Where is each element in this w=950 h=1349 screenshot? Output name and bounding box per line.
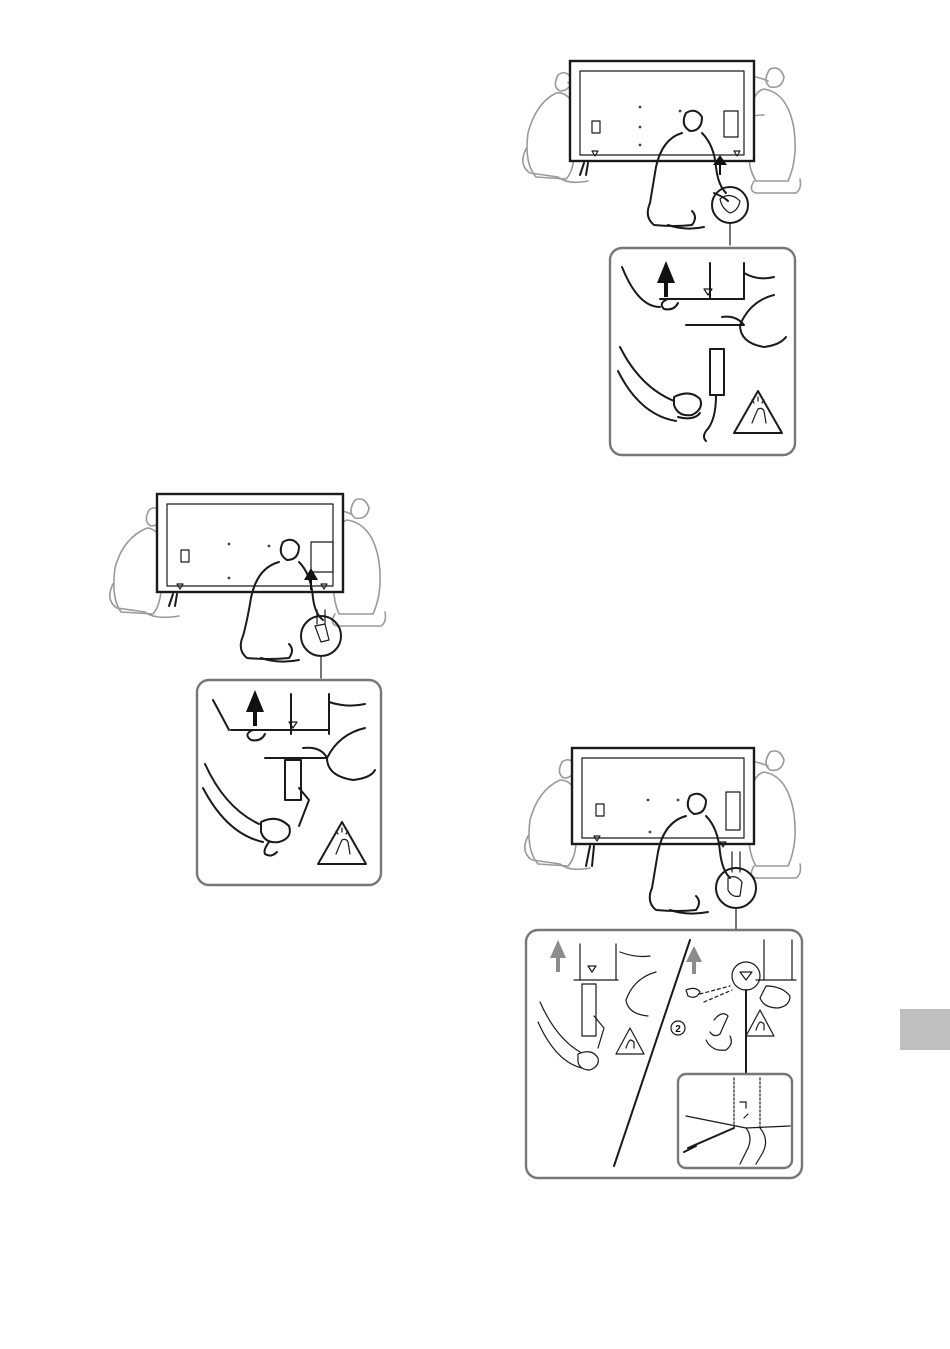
tv-back-panel: [570, 61, 754, 175]
figure-top-right: [518, 55, 808, 460]
section-tab: [900, 1009, 950, 1050]
step-number: 2: [675, 1024, 681, 1035]
detail-magnifier: [301, 616, 341, 656]
illustration-remove-stand-1: [518, 55, 808, 460]
illustration-remove-stand-2: [103, 488, 393, 892]
inset-panel: [678, 1074, 792, 1168]
detail-magnifier: [716, 868, 756, 908]
tv-back-panel: [572, 748, 754, 866]
detail-magnifier: [712, 187, 748, 223]
detail-panel: [197, 680, 381, 885]
tv-back-panel: [157, 494, 343, 606]
figure-middle-left: [103, 488, 393, 892]
illustration-remove-stand-3: 2: [520, 740, 810, 1188]
figure-bottom-right: 2: [520, 740, 810, 1188]
